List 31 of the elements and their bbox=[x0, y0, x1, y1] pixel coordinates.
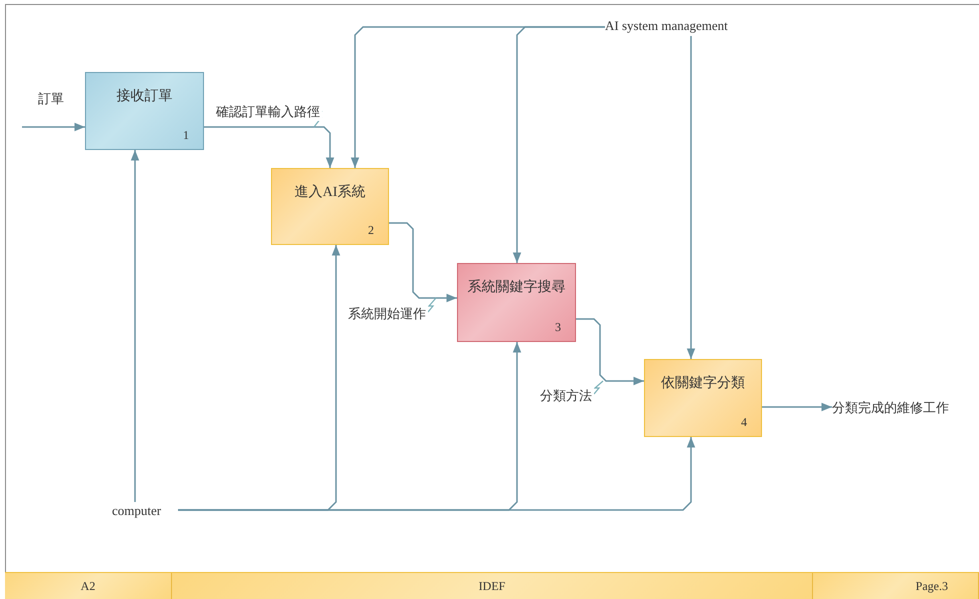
arrow bbox=[204, 126, 334, 168]
activity-number: 2 bbox=[368, 223, 374, 238]
activity-box bbox=[457, 263, 576, 342]
activity-box bbox=[644, 359, 762, 437]
activity-number: 1 bbox=[183, 128, 189, 143]
footer-cell: IDEF bbox=[172, 573, 813, 599]
edge-label: 系統開始運作 bbox=[346, 305, 428, 323]
arrow bbox=[178, 437, 696, 511]
arrow bbox=[512, 26, 605, 263]
activity-name: 接收訂單 bbox=[116, 87, 174, 105]
activity-name: 進入AI系統 bbox=[294, 183, 366, 201]
activity-number: 3 bbox=[555, 320, 561, 335]
arrow bbox=[762, 402, 832, 412]
activity-name: 依關鍵字分類 bbox=[660, 374, 746, 392]
arrow bbox=[130, 150, 140, 502]
edge-label: 分類方法 bbox=[538, 387, 594, 405]
mechanism-label: computer bbox=[112, 503, 162, 519]
activity-name: 系統關鍵字搜尋 bbox=[466, 278, 566, 296]
arrow bbox=[22, 122, 85, 132]
activity-box bbox=[271, 168, 389, 245]
footer-cell: Page.3 bbox=[813, 573, 979, 599]
edge-label: 訂單 bbox=[36, 90, 66, 108]
activity-number: 4 bbox=[741, 415, 747, 430]
edge-label: 確認訂單輸入路徑 bbox=[214, 103, 322, 121]
activity-box bbox=[85, 72, 204, 150]
control-label: AI system management bbox=[605, 18, 728, 34]
footer-cell: A2 bbox=[5, 573, 172, 599]
arrow bbox=[576, 318, 644, 386]
output-label: 分類完成的維修工作 bbox=[832, 399, 949, 417]
arrow bbox=[389, 222, 457, 302]
arrow bbox=[686, 36, 696, 359]
